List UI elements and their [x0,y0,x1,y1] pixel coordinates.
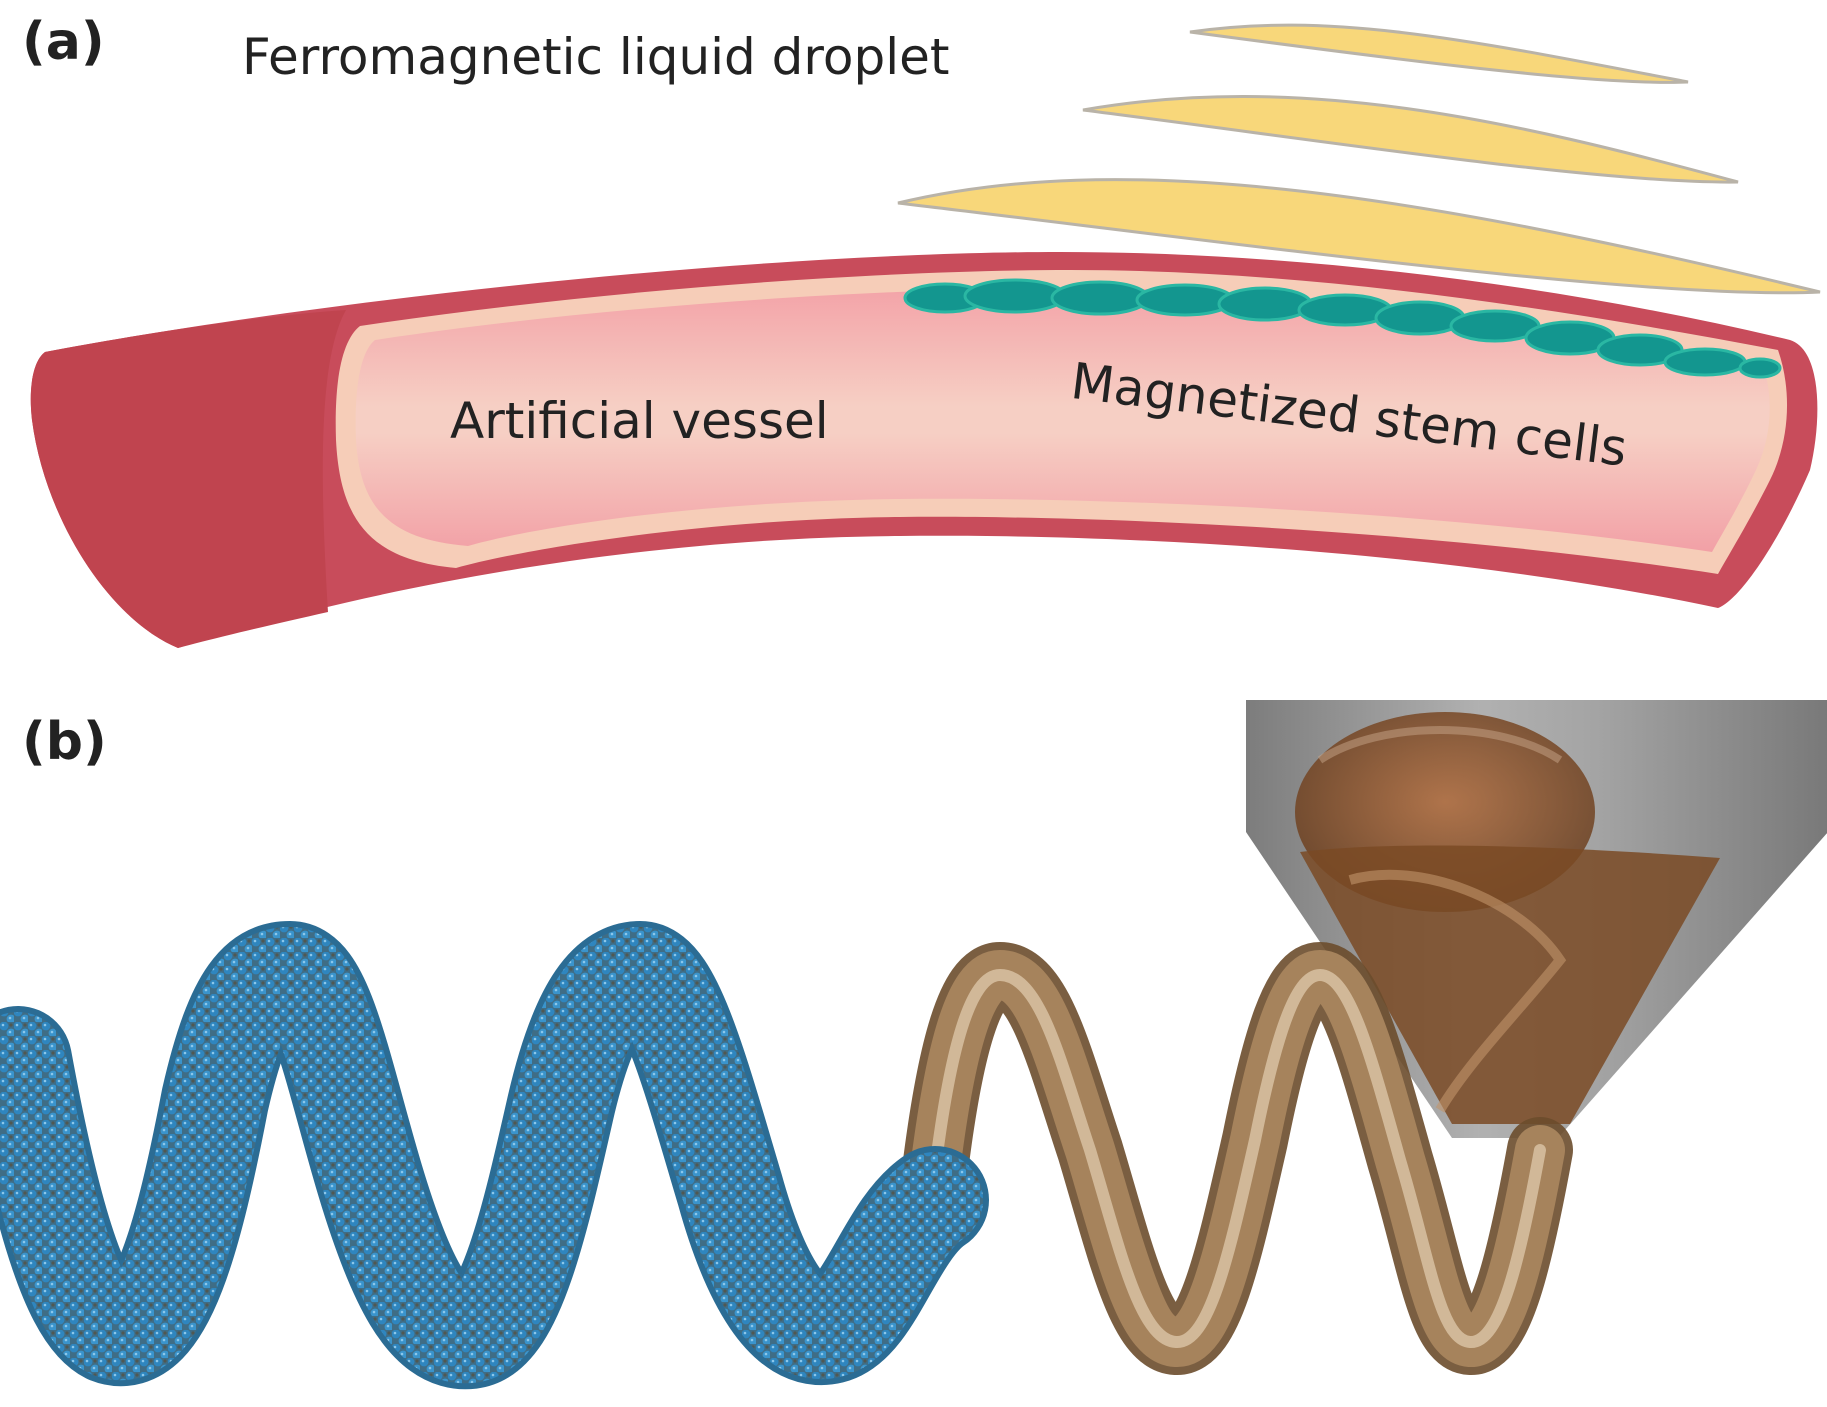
nozzle [1246,700,1827,1138]
ferromagnetic-droplets [897,23,1821,295]
droplet-label: Ferromagnetic liquid droplet [242,28,950,86]
artificial-vessel [30,252,1818,648]
cell-coated-helix [0,920,989,1390]
vessel-label: Artificial vessel [450,392,829,450]
uncoated-helix [902,941,1573,1375]
magnetized-stem-cells-layer [903,278,1782,379]
panel-a-label: (a) [22,12,105,72]
panel-b-label: (b) [22,712,107,772]
